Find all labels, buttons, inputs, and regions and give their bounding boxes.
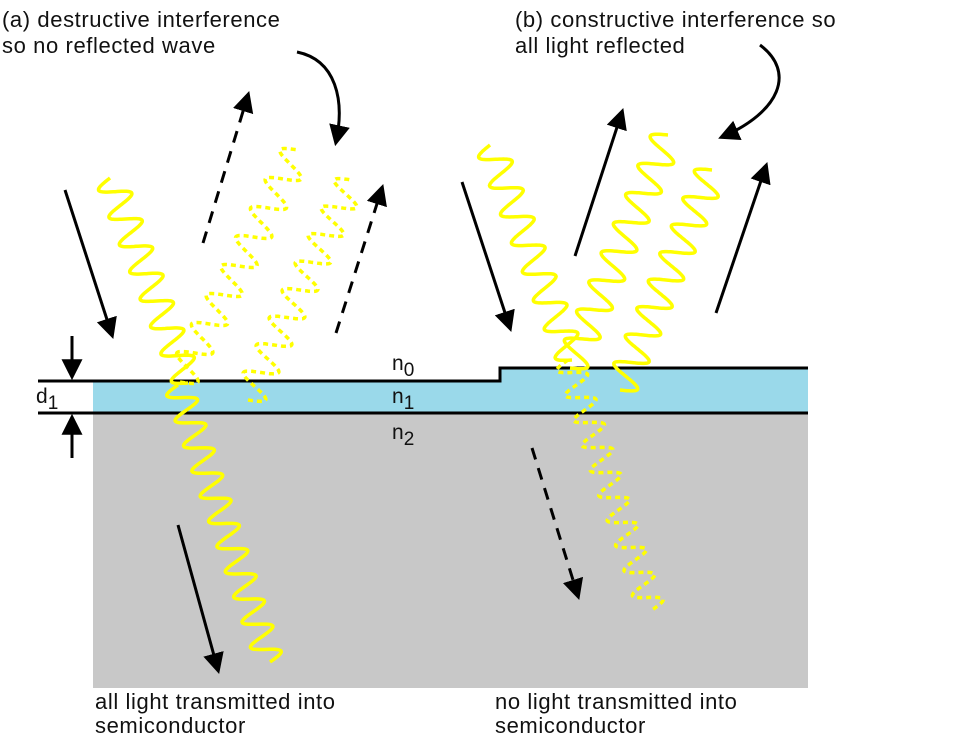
caption-a-line2: so no reflected wave [2,33,216,58]
label-n0: n0 [392,352,415,381]
transmitted-arrow-a [176,524,224,675]
coating-layer-a [93,381,500,414]
semiconductor-substrate [93,413,808,688]
callout-arrow-b [718,43,781,140]
reflected-wave-b-2 [612,167,720,393]
reflected-wave-b-1 [562,132,676,371]
incident-arrow-b [460,181,515,332]
coating-layer-b [500,368,808,414]
transmitted-wave-a [165,383,283,664]
transmitted-wave-b [555,358,665,612]
caption-bottom-left-line2: semiconductor [95,713,246,738]
caption-bottom-left-line1: all light transmitted into [95,689,336,714]
caption-a-line1: (a) destructive interference [2,7,281,32]
reflected-arrow-a-1 [201,90,254,244]
callout-arrow-a [296,50,350,147]
incident-wave-a [96,176,197,386]
label-n2: n2 [392,421,415,450]
caption-b-line1: (b) constructive interference so [515,7,837,32]
label-n1: n1 [392,385,415,414]
caption-bottom-right-line1: no light transmitted into [495,689,738,714]
reflected-wave-a-1 [174,146,304,386]
caption-bottom-right-line2: semiconductor [495,713,646,738]
interface-top-line [38,366,808,383]
caption-b-line2: all light reflected [515,33,686,58]
reflected-wave-a-2 [241,176,359,404]
incident-arrow-a [63,189,117,339]
incident-wave-b [476,143,580,363]
transmitted-arrow-b [530,447,584,601]
reflected-arrow-b-1 [573,108,627,257]
reflected-arrow-b-2 [714,162,771,314]
reflected-arrow-a-2 [334,183,387,334]
label-d1: d1 [36,385,59,414]
